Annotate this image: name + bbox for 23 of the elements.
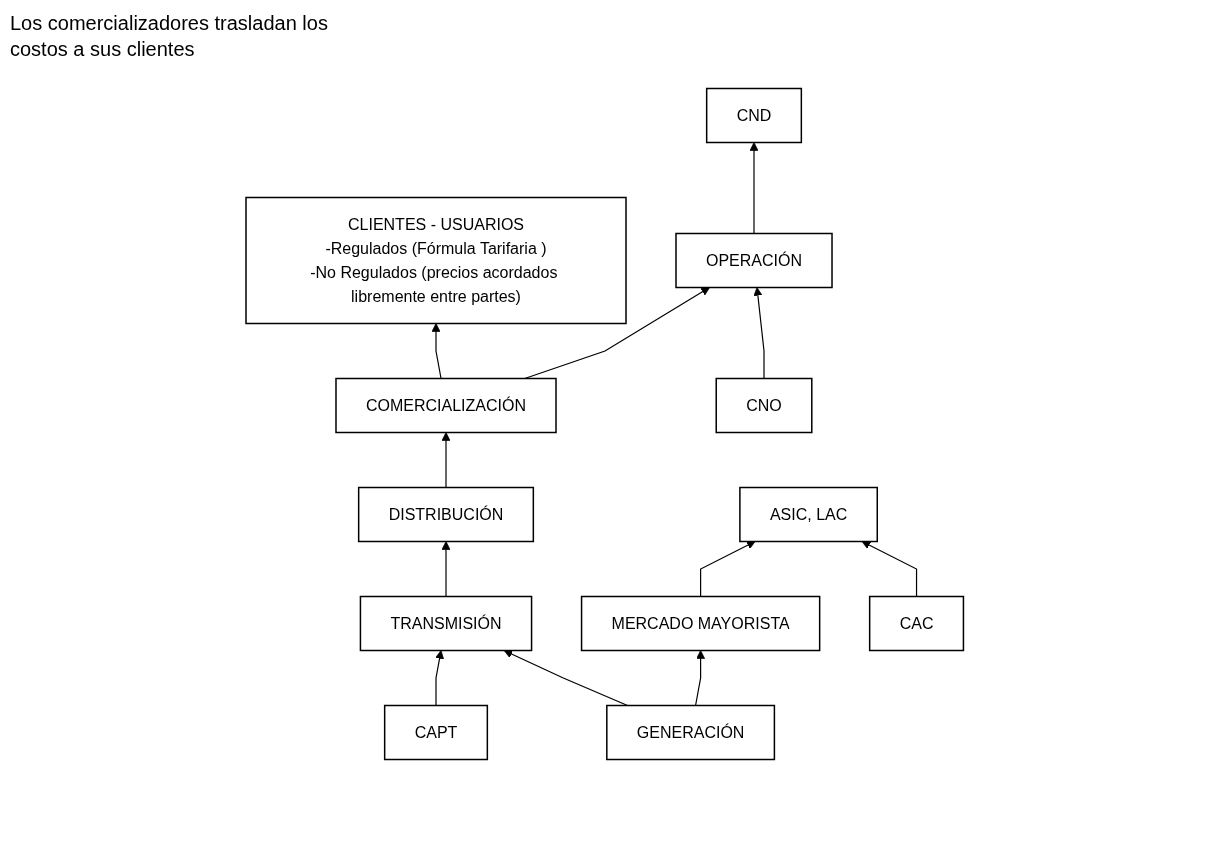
arrow	[435, 650, 444, 707]
arrow	[441, 541, 451, 598]
node-box: CLIENTES - USUARIOS -Regulados (Fórmula Tarifaria ) -No Regulados (precios acordados libremente entre partes)	[245, 196, 627, 325]
arrow	[441, 432, 451, 489]
node-box: GENERACIÓN	[605, 704, 775, 761]
arrow	[749, 142, 759, 235]
arrow	[431, 323, 442, 380]
node-box: MERCADO MAYORISTA	[580, 595, 821, 652]
node-box: OPERACIÓN	[675, 232, 833, 289]
arrow	[694, 650, 705, 707]
arrow	[699, 541, 756, 598]
node-box: CNO	[715, 377, 813, 434]
node-box: ASIC, LAC	[738, 486, 878, 543]
node-box: CAC	[868, 595, 964, 652]
arrow	[503, 649, 628, 707]
node-box: TRANSMISIÓN	[359, 595, 533, 652]
note-text: Los comercializadores trasladan los costos a sus clientes	[10, 11, 329, 62]
node-box: COMERCIALIZACIÓN	[335, 377, 557, 434]
node-box: DISTRIBUCIÓN	[357, 486, 534, 543]
arrow	[753, 287, 765, 380]
node-box: CND	[705, 87, 802, 144]
node-box: CAPT	[383, 704, 488, 761]
arrow	[861, 541, 917, 598]
